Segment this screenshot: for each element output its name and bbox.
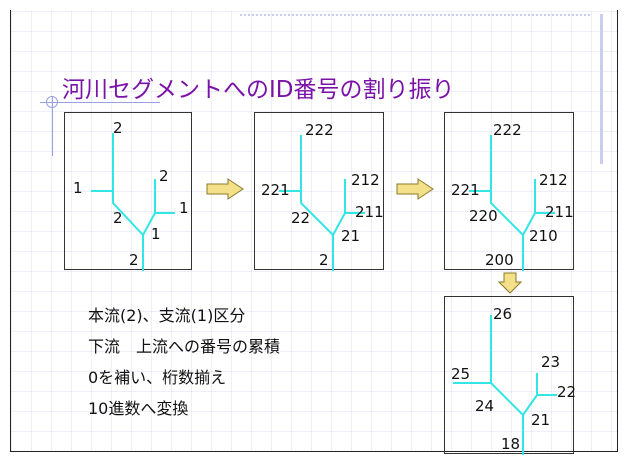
river-network-drawing [91,133,175,271]
segment-label-right-low: 210 [529,227,558,245]
segment-label-right-out: 211 [355,203,384,221]
bullet-item: 0を補い、桁数揃え [88,368,227,387]
segment-label-top: 222 [493,121,522,139]
river-network-drawing [453,315,557,455]
segment-label-top: 26 [493,305,513,323]
segment-label-bottom: 2 [129,251,139,269]
segment-label-top: 222 [305,121,334,139]
bullet-item: 10進数へ変換 [88,399,189,418]
segment-label-bottom: 2 [319,251,329,269]
segment-label-right-up: 2 [159,167,169,185]
right-arrow-icon [396,178,434,200]
right-arrow-icon [206,178,244,200]
segment-label-mid: 2 [113,209,123,227]
segment-label-right-low: 1 [151,225,161,243]
segment-label-bottom: 200 [485,251,514,269]
segment-label-left: 1 [73,179,83,197]
bullet-item: 下流 上流への番号の累積 [88,337,281,356]
river-network-drawing [279,135,365,271]
slide-title: 河川セグメントへのID番号の割り振り [62,77,455,103]
segment-label-bottom: 18 [501,435,521,453]
segment-label-left: 221 [261,181,290,199]
river-diagram-cumulative: 222 221 22 212 211 21 2 [254,112,384,271]
bullet-item: 本流(2)、支流(1)区分 [88,306,246,325]
segment-label-mid: 220 [469,207,498,225]
decorative-left-line [40,102,160,103]
segment-label-right-out: 22 [557,383,577,401]
river-diagram-original: 2 1 2 2 1 1 2 [64,112,192,271]
segment-label-right-up: 212 [539,171,568,189]
decorative-circle [46,96,58,108]
decorative-top-line [240,14,590,16]
segment-label-top: 2 [113,119,123,137]
river-diagram-padded: 222 221 220 212 211 210 200 [444,112,574,271]
decorative-left-vertical-line [52,96,53,156]
segment-label-mid: 24 [475,397,495,415]
bullet-list: 本流(2)、支流(1)区分 下流 上流への番号の累積 0を補い、桁数揃え 10進… [88,300,280,424]
segment-label-right-low: 21 [341,227,361,245]
segment-label-left: 221 [451,181,480,199]
river-diagram-decimal: 26 25 24 23 22 21 18 [444,296,577,455]
segment-label-right-low: 21 [531,411,551,429]
segment-label-right-out: 1 [179,199,189,217]
slide-frame [10,10,618,452]
segment-label-mid: 22 [291,209,311,227]
segment-label-right-up: 23 [541,353,561,371]
river-network-drawing [469,135,555,271]
segment-label-right-up: 212 [351,171,380,189]
segment-label-right-out: 211 [545,203,574,221]
down-arrow-icon [498,272,522,294]
segment-label-left: 25 [451,365,471,383]
grid-background [11,11,617,451]
decorative-right-line [600,14,603,164]
